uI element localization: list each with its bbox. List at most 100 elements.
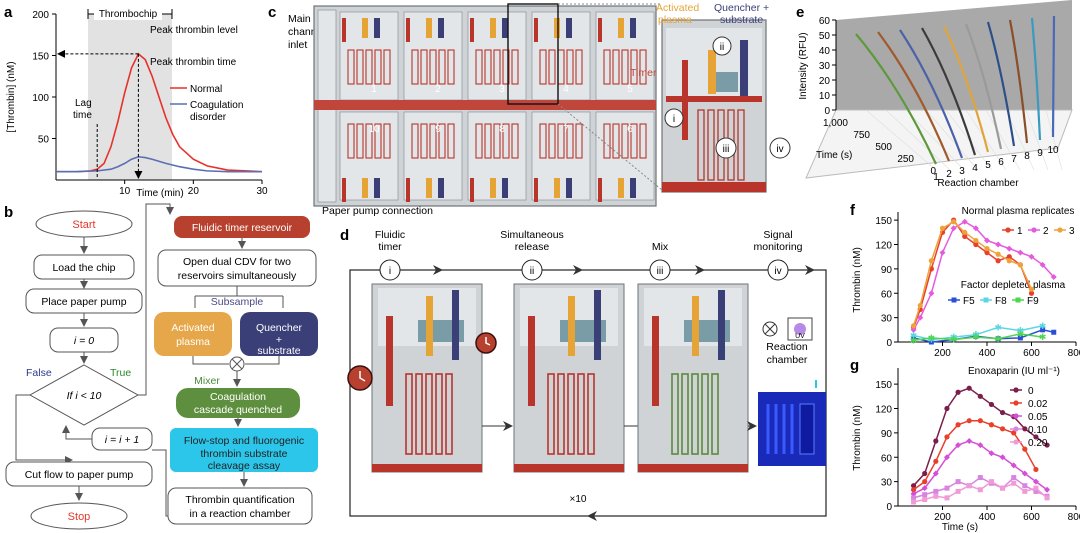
serpentine-channel (356, 49, 364, 85)
series-point: ✱ (1017, 326, 1025, 336)
e-grid-line (905, 109, 965, 171)
chip-plasma-channel (692, 296, 699, 356)
serpentine-channel (347, 123, 355, 159)
panel-label-g: g (850, 357, 860, 374)
f-y-label: Thrombin (nM) (852, 247, 863, 313)
series-point (1044, 486, 1051, 493)
serpentine-channel (539, 123, 547, 159)
series-point (1017, 262, 1023, 268)
series-point (973, 237, 979, 244)
f-ytick-label: 60 (881, 289, 893, 300)
series-point (922, 492, 928, 498)
series-point: ✱ (994, 334, 1002, 344)
g-ytick-label: 30 (881, 478, 893, 489)
g-ytick-label: 120 (875, 405, 892, 416)
serpentine-channel (612, 123, 620, 159)
f-ytick-label: 30 (881, 314, 893, 325)
plasma-channel (618, 178, 624, 198)
chamber-number-bottom: 8 (499, 124, 505, 135)
e-y-label: Intensity (RFU) (798, 32, 809, 99)
a-y-label: [Thrombin] (nM) (6, 61, 17, 132)
series-point (977, 393, 983, 399)
chip-serpentine (711, 373, 719, 455)
peak-level-label: Peak thrombin level (150, 25, 238, 36)
series-point (1000, 485, 1006, 491)
series-point (1033, 488, 1039, 494)
step-marker (649, 259, 671, 281)
serpentine-channel (566, 123, 574, 159)
plasma-channel (554, 178, 560, 198)
series-point (1011, 475, 1017, 481)
plasma-channel (426, 18, 432, 38)
series-point (911, 335, 917, 341)
series-point (955, 488, 961, 494)
series-point (1011, 480, 1017, 486)
chip-timer-channel (528, 316, 535, 406)
serpentine-channel (365, 123, 373, 159)
f-legend-label: F5 (963, 296, 975, 307)
series-point (911, 495, 917, 501)
serpentine-channel (603, 49, 611, 85)
series-point (955, 422, 961, 428)
series-point (933, 488, 939, 494)
serpentine-channel (630, 123, 638, 159)
e-grid-line (1045, 109, 1063, 171)
e-ytick-label: 40 (819, 46, 831, 57)
serpentine-channel (429, 49, 437, 85)
serpentine-channel (374, 123, 382, 159)
quant-node (167, 487, 313, 525)
thrombochip-label: Thrombochip (99, 9, 158, 20)
plasma-channel (554, 18, 560, 38)
e-xtick-label: 10 (1047, 145, 1059, 156)
series-point: ✱ (994, 322, 1002, 332)
e-ztick-label: 0 (930, 166, 936, 177)
panel-label-a: a (4, 4, 13, 21)
series-point: ✱ (950, 332, 958, 342)
a-x-label: Time (min) (136, 188, 183, 199)
f-title-top: Normal plasma replicates (962, 206, 1075, 217)
serpentine-channel (575, 49, 583, 85)
series-point (1032, 478, 1039, 485)
inset-channels (662, 28, 766, 192)
panel-d-process: ×10 iFluidictimeriiSimultaneousreleaseii… (347, 229, 827, 521)
series-point (928, 290, 935, 297)
timer-label: Timer (630, 67, 657, 79)
series-point: ✱ (972, 332, 980, 342)
legend-disorder-label-2: disorder (190, 112, 227, 123)
e-series-line (855, 33, 937, 165)
e-series-line (964, 23, 1003, 150)
g-ytick-label: 60 (881, 453, 893, 464)
serpentine-channel (493, 49, 501, 85)
series-point (951, 219, 957, 225)
flowstop-label-3: cleavage assay (208, 460, 281, 472)
quencher-channel (502, 18, 508, 38)
step-title: Signal (763, 229, 792, 241)
chamber-number-top: 2 (435, 84, 441, 95)
chip-serpentine (691, 373, 699, 455)
inset-mixer (716, 72, 738, 92)
quencher-channel (630, 178, 636, 198)
quencher-channel (374, 18, 380, 38)
stop-label: Stop (68, 511, 91, 523)
chip-timer-channel (386, 316, 393, 406)
chip-chamber-cell (595, 111, 655, 201)
reaction-chamber-label-2: chamber (767, 354, 808, 366)
e-series-line (1008, 19, 1029, 144)
inset-serpentine (737, 109, 745, 181)
serpentine-channel (484, 123, 492, 159)
serpentine-channel (612, 49, 620, 85)
a-xtick-label: 30 (256, 186, 268, 197)
serpentine-channel (383, 123, 391, 159)
series-point (966, 418, 972, 424)
f-ytick-label: 120 (875, 241, 892, 252)
main-channel (314, 100, 656, 110)
timer-channel (342, 178, 346, 202)
series-point (977, 487, 983, 493)
quencher-label-2: + (276, 334, 282, 346)
panel-label-f: f (850, 202, 855, 219)
